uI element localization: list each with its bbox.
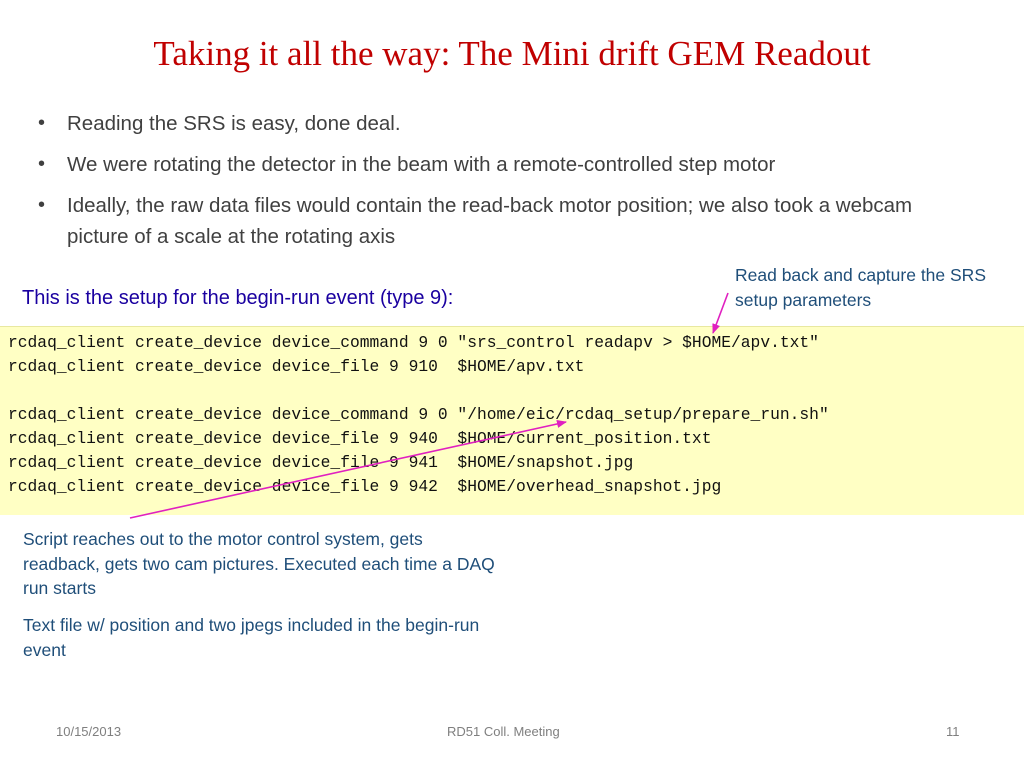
bullet-item: • We were rotating the detector in the b… (38, 149, 978, 180)
footer-meeting: RD51 Coll. Meeting (447, 724, 560, 739)
annotation-srs-readback: Read back and capture the SRS setup para… (735, 265, 986, 310)
bullet-marker: • (38, 153, 46, 175)
code-line: rcdaq_client create_device device_comman… (8, 405, 829, 424)
annotation-files: Text file w/ position and two jpegs incl… (23, 615, 480, 660)
code-line: rcdaq_client create_device device_file 9… (8, 357, 585, 376)
bullet-item: • Reading the SRS is easy, done deal. (38, 108, 978, 139)
code-line: rcdaq_client create_device device_file 9… (8, 477, 722, 496)
footer-page-number: 11 (946, 724, 960, 739)
bullet-text: Reading the SRS is easy, done deal. (67, 112, 401, 135)
annotation-script: Script reaches out to the motor control … (23, 529, 495, 598)
footer-date: 10/15/2013 (56, 724, 122, 739)
bullet-item: • Ideally, the raw data files would cont… (38, 190, 978, 252)
bullet-text: We were rotating the detector in the bea… (67, 153, 776, 176)
bullet-text: Ideally, the raw data files would contai… (67, 194, 913, 248)
code-line: rcdaq_client create_device device_file 9… (8, 429, 712, 448)
code-line: rcdaq_client create_device device_file 9… (8, 453, 634, 472)
bullet-list: • Reading the SRS is easy, done deal. • … (38, 108, 978, 262)
bullet-marker: • (38, 112, 46, 134)
code-line: rcdaq_client create_device device_comman… (8, 333, 819, 352)
code-block: rcdaq_client create_device device_comman… (0, 326, 1024, 515)
slide-title: Taking it all the way: The Mini drift GE… (153, 34, 871, 73)
setup-label: This is the setup for the begin-run even… (22, 287, 454, 309)
bullet-marker: • (38, 194, 46, 216)
